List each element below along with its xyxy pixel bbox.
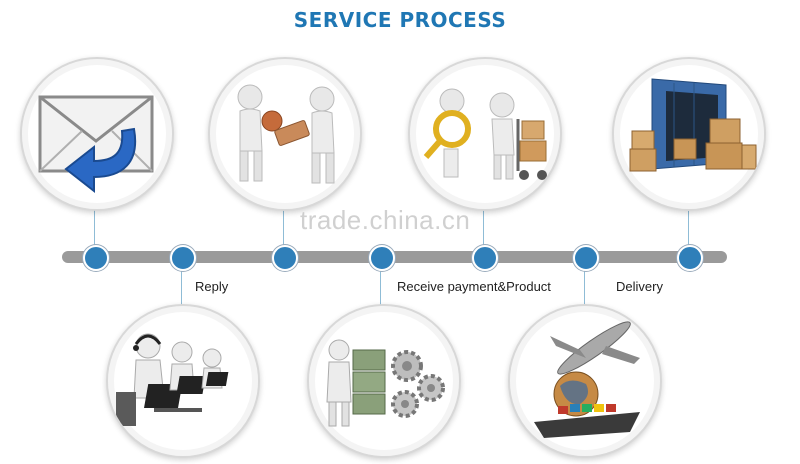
connector-step-3: [283, 205, 284, 250]
step-label-receive-payment: Receive payment&Product: [397, 279, 551, 294]
customer-service-icon: [106, 304, 260, 458]
inspection-cart-icon: [408, 57, 562, 211]
watermark: trade.china.cn: [300, 205, 471, 235]
timeline-node-4: [369, 245, 395, 271]
handshake-icon: [208, 57, 362, 211]
shipping-container-icon: [612, 57, 766, 211]
connector-step-6: [584, 263, 585, 307]
timeline-node-5: [472, 245, 498, 271]
money-and-gears-icon: [307, 304, 461, 458]
timeline-node-7: [677, 245, 703, 271]
connector-step-7: [688, 205, 689, 250]
step-label-delivery: Delivery: [616, 279, 663, 294]
email-reply-icon: [20, 57, 174, 211]
connector-step-1: [94, 205, 95, 250]
connector-step-2: [181, 263, 182, 307]
connector-step-4: [380, 263, 381, 307]
timeline-node-1: [83, 245, 109, 271]
timeline-node-3: [272, 245, 298, 271]
connector-step-5: [483, 205, 484, 250]
timeline-node-6: [573, 245, 599, 271]
airplane-ship-globe-icon: [508, 304, 662, 458]
timeline-node-2: [170, 245, 196, 271]
page-title: SERVICE PROCESS: [293, 8, 507, 32]
step-label-reply: Reply: [195, 279, 229, 294]
